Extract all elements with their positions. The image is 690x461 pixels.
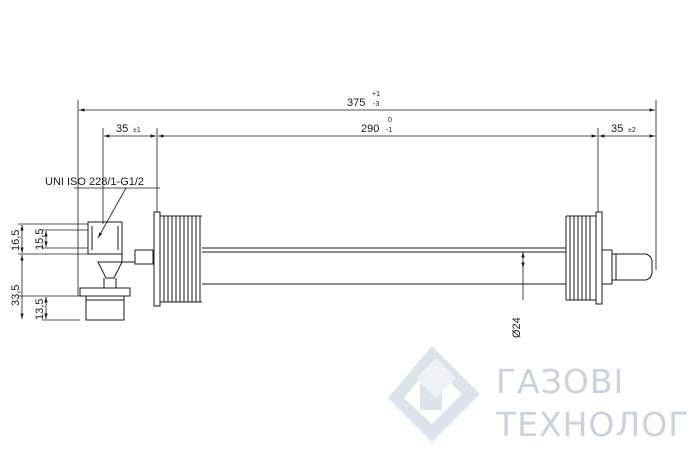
logo-line-2: ТЕХНОЛОГІЇ [495, 405, 690, 444]
right-end-cap [601, 249, 653, 285]
dim-height-outer-top: 16,5 [10, 230, 22, 251]
dimension-lines [20, 108, 655, 319]
dim-overall-value: 375 [347, 97, 365, 109]
dim-left-offset-value: 35 [116, 123, 128, 135]
extension-lines [18, 100, 657, 321]
left-fitting [79, 221, 154, 321]
dim-right-offset-tol: ±2 [628, 127, 636, 134]
dim-left-offset-tol: ±1 [133, 127, 141, 134]
logo-line-1: ГАЗОВІ [496, 362, 624, 401]
dim-middle-tol-upper: 0 [388, 117, 392, 124]
right-fin-pack [565, 211, 603, 305]
dim-tube-diameter: Ø24 [511, 317, 523, 338]
dim-height-inner-top: 15,5 [34, 229, 46, 250]
dim-middle-value: 290 [361, 123, 379, 135]
dim-right-offset-value: 35 [611, 123, 623, 135]
dim-height-inner-bottom: 13,5 [34, 299, 46, 320]
dim-overall-tol-lower: -3 [373, 101, 379, 108]
dim-overall-tol-upper: +1 [372, 91, 380, 98]
main-tube [202, 247, 566, 285]
dim-middle-tol-lower: -1 [386, 127, 392, 134]
thread-spec-label: UNI ISO 228/1-G1/2 [45, 176, 144, 188]
company-logo [388, 346, 480, 442]
left-fin-pack [153, 211, 202, 307]
dim-height-outer-bottom: 33,5 [10, 285, 22, 306]
